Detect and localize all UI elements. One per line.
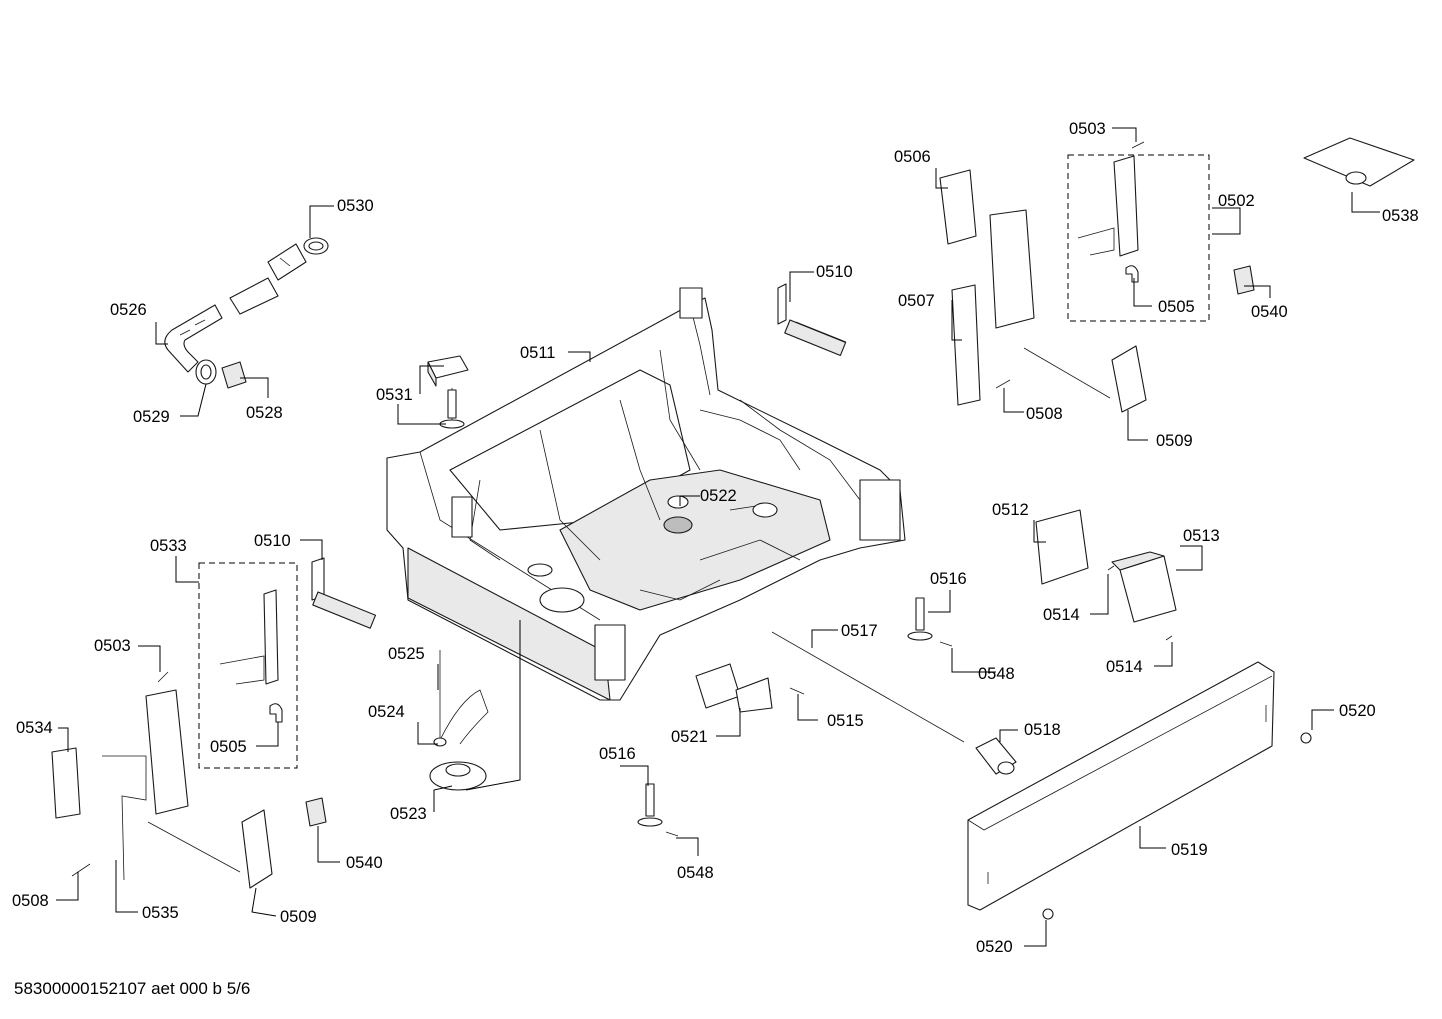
callout-0509: 0509 [1156,432,1193,450]
screw-0508-top-part [995,379,1011,389]
spring-0510-left-part [311,557,377,629]
callout-0522: 0522 [700,487,737,505]
callout-0513: 0513 [1183,527,1220,545]
bag-0538-part [1303,137,1415,187]
foot-0516-right-part [907,597,933,641]
screw-0548-b-part [665,831,679,837]
callout-0510: 0510 [254,532,291,550]
drain-hose-0526-part [164,243,307,373]
screw-0515-part [789,687,805,695]
bracket-0524-part [433,689,489,747]
panel-0534-part [51,747,81,819]
knob-0518-part [975,737,1017,775]
callout-0510: 0510 [816,263,853,281]
leader-lines [56,127,1380,947]
callout-0524: 0524 [368,703,405,721]
callout-0514: 0514 [1106,658,1143,676]
housing-0512-part [1035,509,1089,585]
callout-0534: 0534 [16,719,53,737]
assembly-box-0502 [1067,154,1210,322]
float-0522-part [667,495,757,511]
screw-0520-bottom-part [1042,908,1054,920]
valve-0521-part [695,663,773,713]
assembly-box-0533 [198,562,298,769]
spring-0510-top-part [777,283,847,357]
wheel-0523-part [429,761,487,791]
drawing-id-footer: 58300000152107 aet 000 b 5/6 [14,979,251,998]
callout-0514: 0514 [1043,606,1080,624]
callout-0521: 0521 [671,728,708,746]
callout-0509: 0509 [280,908,317,926]
callout-0507: 0507 [898,292,935,310]
callout-0548: 0548 [978,665,1015,683]
callout-0503: 0503 [94,637,131,655]
callout-0502: 0502 [1218,192,1255,210]
bracket-0506-part [939,169,977,245]
callout-0520: 0520 [1339,702,1376,720]
callout-0531: 0531 [376,386,413,404]
callout-0511: 0511 [520,344,555,362]
callout-0512: 0512 [992,501,1029,519]
rod-0517-part [771,631,965,743]
callout-0530: 0530 [337,197,374,215]
screw-0503-top-part [1131,141,1145,149]
callout-0526: 0526 [110,301,147,319]
clip-0540-top-part [1233,265,1255,295]
base-tub-part [386,287,906,701]
callout-0508: 0508 [12,892,49,910]
callout-0523: 0523 [390,805,427,823]
clamp-0529-part [195,359,217,385]
screw-0520-right-part [1300,732,1312,744]
callout-0538: 0538 [1382,207,1419,225]
foot-0516-bottom-part [637,783,663,827]
cable-0509-left-part [147,809,273,889]
callout-0506: 0506 [894,148,931,166]
callout-0533: 0533 [150,537,187,555]
callout-0528: 0528 [246,404,283,422]
foot-0531-part [427,355,469,429]
callout-0516: 0516 [599,745,636,763]
screw-0508-left-part [71,863,91,877]
bracket-0502-part [1077,155,1139,283]
callout-0515: 0515 [827,712,864,730]
clip-0540-left-part [305,797,327,827]
callout-0505: 0505 [1158,298,1195,316]
callout-0540: 0540 [346,854,383,872]
screw-0514-b-part [1165,635,1173,641]
callout-0505: 0505 [210,738,247,756]
callout-0535: 0535 [142,904,179,922]
callout-0529: 0529 [133,408,170,426]
bracket-0507-part [951,209,1035,406]
screw-0514-a-part [1107,565,1115,571]
callout-0516: 0516 [930,570,967,588]
clamp-0530-part [303,237,329,255]
bracket-0535-part [102,689,189,881]
callout-0503: 0503 [1069,120,1106,138]
screw-0503-left-part [157,671,169,683]
callout-0517: 0517 [841,622,878,640]
callout-0520: 0520 [976,938,1013,956]
callout-0508: 0508 [1026,405,1063,423]
callout-labels: 0503 0506 0502 0538 0530 0526 0510 0507 … [12,120,1419,956]
clip-0528-part [221,361,247,389]
bracket-0533-part [219,589,283,723]
kick-plate-0519-part [967,661,1275,911]
callout-0540: 0540 [1251,303,1288,321]
cover-0513-part [1111,551,1177,623]
callout-0518: 0518 [1024,721,1061,739]
callout-0519: 0519 [1171,841,1208,859]
callout-0548: 0548 [677,864,714,882]
screw-0548-a-part [939,641,953,647]
cable-0509-top-part [1023,345,1147,413]
callout-0525: 0525 [388,645,425,663]
